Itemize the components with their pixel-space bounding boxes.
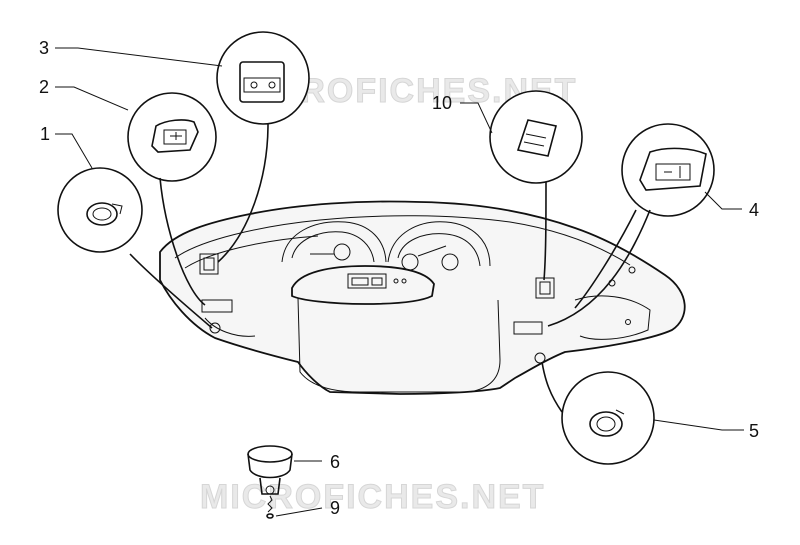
round-switch-left-icon	[86, 202, 118, 226]
callout-4: 4	[749, 200, 759, 220]
screw-part	[266, 495, 274, 519]
bubble-5	[541, 361, 655, 465]
rocker-switch-icon	[516, 119, 557, 157]
callout-1: 1	[40, 124, 50, 144]
bubble-10	[489, 90, 583, 281]
display-window	[347, 273, 387, 289]
dash-slot-3	[199, 253, 219, 275]
left-gauge	[281, 221, 387, 263]
bubble-1	[57, 167, 213, 329]
dashboard-panel	[159, 200, 686, 395]
callout-10: 10	[432, 93, 452, 113]
leader-lines	[55, 47, 744, 517]
round-switch-right-icon	[589, 411, 623, 437]
bubble-2	[127, 92, 217, 306]
callout-3: 3	[39, 38, 49, 58]
hazard-switch-icon	[151, 119, 199, 153]
dash-slot-10	[535, 277, 555, 299]
bubble-4	[547, 123, 715, 327]
watermark-bottom: MICROFICHES.NET	[200, 478, 545, 516]
dash-hole-5	[534, 352, 546, 364]
bulb-socket-part	[247, 445, 293, 495]
bubble-3	[216, 31, 310, 263]
callout-6: 6	[330, 452, 340, 472]
callout-2: 2	[39, 77, 49, 97]
fan-switch-icon	[639, 147, 707, 191]
callout-5: 5	[749, 421, 759, 441]
right-gauge	[387, 221, 491, 267]
dash-slot-2	[201, 299, 233, 313]
callout-9: 9	[330, 498, 340, 518]
light-switch-icon	[239, 61, 285, 103]
dash-hole-1	[209, 322, 221, 334]
dash-slot-4	[513, 321, 543, 335]
